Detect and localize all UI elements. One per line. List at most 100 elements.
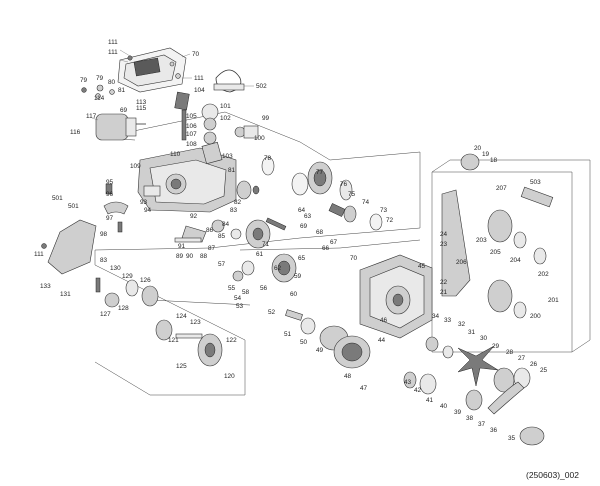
part-label: 75	[348, 191, 356, 198]
part-label: 115	[136, 105, 147, 112]
part-label: 80	[108, 79, 116, 86]
part-label: 123	[190, 319, 201, 326]
part-label: 70	[350, 255, 358, 262]
part-label: 66	[322, 245, 330, 252]
part-label: 18	[490, 157, 498, 164]
part-label: 27	[518, 355, 526, 362]
part-label: 74	[362, 199, 370, 206]
part-label: 34	[432, 313, 440, 320]
part-label: 133	[40, 283, 51, 290]
part-label: 501	[52, 195, 63, 202]
part-label: 99	[262, 115, 270, 122]
part-label: 52	[268, 309, 276, 316]
right-box-labels: 503 207 206 205 204 203 202 201 200	[456, 179, 559, 320]
part-label: 128	[118, 305, 129, 312]
part-label: 25	[540, 367, 548, 374]
part-label: 76	[340, 181, 348, 188]
housing-gears	[319, 254, 454, 369]
part-label: 28	[506, 349, 514, 356]
part-label: 63	[304, 213, 312, 220]
part-label: 61	[256, 251, 264, 258]
part-label: 96	[106, 191, 114, 198]
part-label: 50	[300, 339, 308, 346]
center-gears	[211, 180, 316, 335]
part-label: 47	[360, 385, 368, 392]
part-label: 20	[474, 145, 482, 152]
part-label: 117	[86, 113, 97, 120]
part-label: 82	[234, 199, 242, 206]
part-label: 207	[496, 185, 507, 192]
part-label: 94	[144, 207, 152, 214]
part-label: 44	[378, 337, 386, 344]
part-label: 114	[94, 95, 105, 102]
part-label: 126	[140, 277, 151, 284]
part-label: 54	[234, 295, 242, 302]
part-label: 24	[440, 231, 448, 238]
part-label: 90	[186, 253, 194, 260]
part-label: 108	[186, 141, 197, 148]
part-label: 46	[380, 317, 388, 324]
part-label: 72	[386, 217, 394, 224]
sleeve-parts	[261, 156, 383, 231]
part-label: 131	[60, 291, 71, 298]
part-label: 85	[218, 233, 226, 240]
part-label: 19	[482, 151, 490, 158]
right-box-parts	[441, 153, 554, 319]
part-label: 86	[206, 227, 214, 234]
part-label: 206	[456, 259, 467, 266]
part-label: 23	[440, 241, 448, 248]
part-label: 503	[530, 179, 541, 186]
part-label: 113	[136, 99, 147, 106]
part-label: 130	[110, 265, 121, 272]
part-label: 83	[230, 207, 238, 214]
part-label: 33	[444, 317, 452, 324]
part-label: 109	[130, 163, 141, 170]
part-label: 65	[298, 255, 306, 262]
part-label: 32	[458, 321, 466, 328]
part-label: 67	[330, 239, 338, 246]
part-label: 95	[106, 179, 114, 186]
part-label: 73	[380, 207, 388, 214]
part-label: 79	[96, 75, 104, 82]
part-label: 97	[106, 215, 114, 222]
part-label: 89	[176, 253, 184, 260]
part-label: 64	[298, 207, 306, 214]
part-label: 68	[316, 229, 324, 236]
part-label: 35	[508, 435, 516, 442]
part-label: 111	[108, 39, 118, 46]
part-label: 55	[228, 285, 236, 292]
part-label: 120	[224, 373, 235, 380]
part-label: 101	[220, 103, 231, 110]
part-label: 45	[418, 263, 426, 270]
part-label: 502	[256, 83, 267, 90]
part-label: 41	[426, 397, 434, 404]
reference-code: (250603)_002	[526, 470, 579, 480]
star-drag-handle	[403, 345, 545, 446]
part-label: 203	[476, 237, 487, 244]
part-label: 106	[186, 123, 197, 130]
part-label: 125	[176, 363, 187, 370]
part-label: 30	[480, 335, 488, 342]
part-label: 43	[404, 379, 412, 386]
part-label: 36	[490, 427, 498, 434]
part-label: 60	[290, 291, 298, 298]
part-label: 83	[100, 257, 108, 264]
part-label: 53	[236, 303, 244, 310]
part-label: 88	[200, 253, 208, 260]
part-label: 70	[192, 51, 200, 58]
part-label: 78	[264, 155, 272, 162]
part-label: 59	[294, 273, 302, 280]
part-label: 42	[414, 387, 422, 394]
part-label: 107	[186, 131, 197, 138]
part-label: 22	[440, 279, 448, 286]
part-label: 26	[530, 361, 538, 368]
part-label: 31	[468, 329, 476, 336]
part-label: 127	[100, 311, 111, 318]
part-label: 39	[454, 409, 462, 416]
part-label: 84	[222, 221, 230, 228]
part-label: 111	[194, 75, 204, 82]
part-label: 37	[478, 421, 486, 428]
part-label: 62	[274, 265, 282, 272]
part-label: 29	[492, 343, 500, 350]
part-label: 105	[186, 113, 197, 120]
